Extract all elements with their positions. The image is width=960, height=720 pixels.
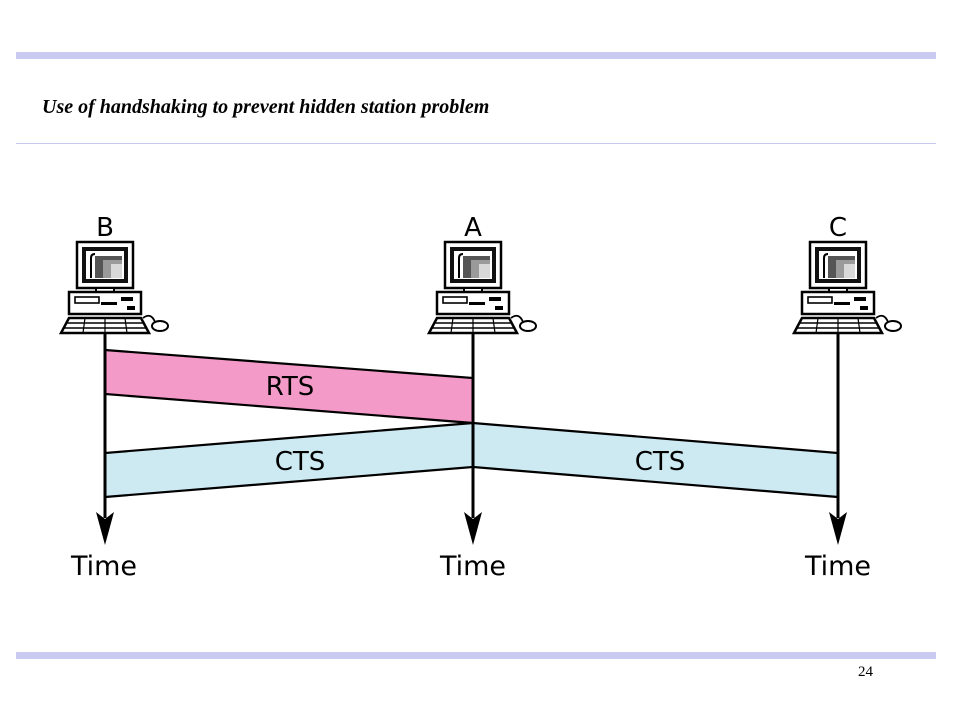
slide-title: Use of handshaking to prevent hidden sta… [42,96,490,118]
title-underline [16,143,936,144]
top-rule [16,52,936,59]
timeline-arrow-c [829,512,847,545]
timeline-arrow-a [464,512,482,545]
time-label-a: Time [439,551,506,582]
station-label-a: A [464,213,482,243]
bottom-rule [16,652,936,659]
time-label-c: Time [804,551,871,582]
computer-icon [792,240,903,335]
cts-label-b: CTS [275,447,326,477]
computer-icon [427,240,538,335]
rts-label: RTS [266,372,315,402]
time-label-b: Time [70,551,137,582]
timeline-arrow-b [96,512,114,545]
computer-icon [59,240,170,335]
station-label-c: C [829,213,847,243]
station-a: A Time [427,213,538,582]
page-number: 24 [858,664,873,680]
station-b: B Time [59,213,170,582]
cts-label-c: CTS [635,447,686,477]
station-label-b: B [96,213,114,243]
station-c: C Time [792,213,903,582]
